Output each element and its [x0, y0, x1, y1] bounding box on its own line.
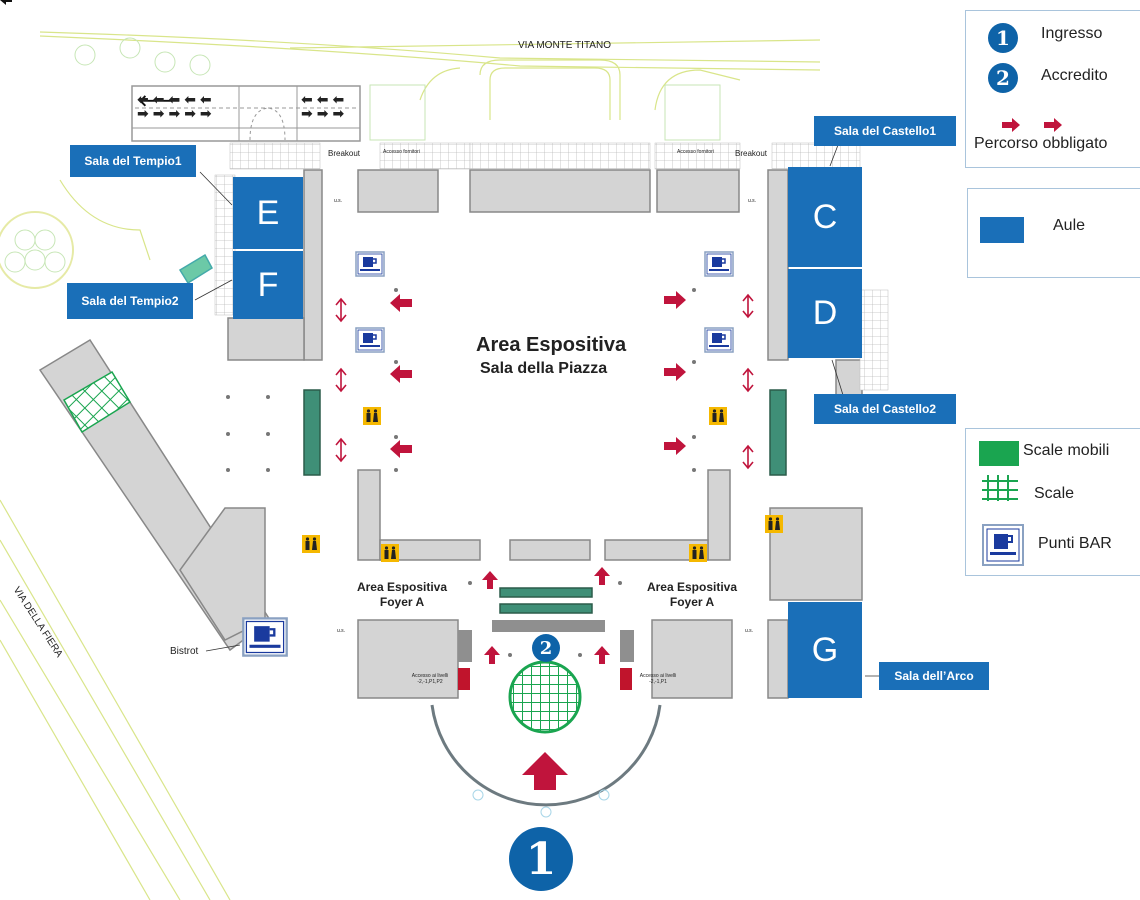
legend-label-punti-bar: Punti BAR [1038, 535, 1112, 552]
us-label: u.s. [745, 628, 754, 634]
legend-label-aule: Aule [1053, 217, 1086, 234]
foyer-left-line1: Area Espositiva [356, 580, 448, 594]
entrance-marker: 1 [509, 827, 573, 891]
room-label-tempio2: Sala del Tempio2 [67, 283, 193, 319]
traffic-arrows [0, 0, 12, 5]
foyer-right-line2: Foyer A [669, 595, 715, 609]
legend-label-scale-mobili: Scale mobili [1023, 442, 1110, 459]
main-entrance-arrow [522, 752, 568, 790]
room-label-arco: Sala dell’Arco [879, 662, 989, 690]
lift-access-left-label: Accesso ai livelli -2,-1,P1,P2 [411, 673, 449, 685]
foyer-right-line1: Area Espositiva [646, 580, 738, 594]
us-label: u.s. [334, 198, 343, 204]
driveway-arrows: 🡐 [138, 91, 181, 110]
legend-label-ingresso: Ingresso [1041, 25, 1103, 42]
stairs-grid-icon [982, 475, 1018, 501]
foyer-right-label: Area Espositiva Foyer A [642, 580, 742, 610]
svg-text:🡐: 🡐 [138, 91, 181, 110]
us-label: u.s. [748, 198, 757, 204]
foyer-left-label: Area Espositiva Foyer A [352, 580, 452, 610]
accreditation-marker: 2 [532, 634, 560, 662]
bistrot-label: Bistrot [170, 646, 199, 657]
legend-facilities: Scale mobili Scale Punti BAR [965, 428, 1140, 576]
entrance-rotunda [430, 704, 662, 807]
tree-patches [0, 37, 721, 289]
breakout-left-label: Breakout [328, 149, 361, 158]
central-area-title: Area Espositiva [476, 334, 627, 356]
breakout-right-label: Breakout [735, 149, 768, 158]
building-structure [38, 169, 863, 699]
room-label-tempio1: Sala del Tempio1 [70, 145, 196, 177]
legend-label-scale: Scale [1034, 485, 1075, 502]
spiral-staircase [508, 660, 582, 734]
room-label-castello2: Sala del Castello2 [814, 394, 956, 424]
driveway-arrows-right: ⬅⬅⬅➡➡➡ [301, 92, 349, 122]
access-right-label: Accesso fornitori [677, 149, 714, 155]
lift-door-left [458, 668, 470, 690]
lift-access-right-label: Accesso ai livelli -2,-1,P1 [639, 673, 677, 685]
room-f[interactable]: F [233, 251, 303, 319]
escalators [178, 253, 787, 614]
driveway [131, 85, 361, 142]
street-label-north: VIA MONTE TITANO [518, 40, 611, 51]
number-1-icon: 1 [988, 23, 1018, 53]
access-left-label: Accesso fornitori [383, 149, 420, 155]
legend-markers: 1 Ingresso 2 Accredito Percorso obbligat… [965, 10, 1140, 168]
number-2-icon: 2 [988, 63, 1018, 93]
room-swatch-icon [980, 217, 1024, 243]
room-label-castello1: Sala del Castello1 [814, 116, 956, 146]
bistrot-bar-icon [242, 617, 288, 657]
foyer-left-line2: Foyer A [379, 595, 425, 609]
lift-door-right [620, 668, 632, 690]
central-area-subtitle: Sala della Piazza [480, 360, 608, 377]
red-arrow-icon [1002, 118, 1062, 132]
stairs-corridor [62, 370, 132, 434]
reception-desk [492, 620, 605, 632]
legend-label-percorso: Percorso obbligato [974, 135, 1108, 152]
escalator-swatch-icon [979, 441, 1019, 466]
room-d[interactable]: D [788, 269, 862, 358]
room-g[interactable]: G [788, 602, 862, 698]
room-c[interactable]: C [788, 167, 862, 267]
driveway-arrows: ⬅⬅⬅⬅⬅➡➡➡➡➡ [137, 92, 216, 122]
us-label: u.s. [337, 628, 346, 634]
room-e[interactable]: E [233, 177, 303, 249]
legend-label-accredito: Accredito [1041, 67, 1108, 84]
legend-rooms: Aule [967, 188, 1140, 278]
columns [226, 288, 696, 657]
coffee-cup-icon [982, 524, 1024, 566]
street-lines [0, 31, 821, 900]
